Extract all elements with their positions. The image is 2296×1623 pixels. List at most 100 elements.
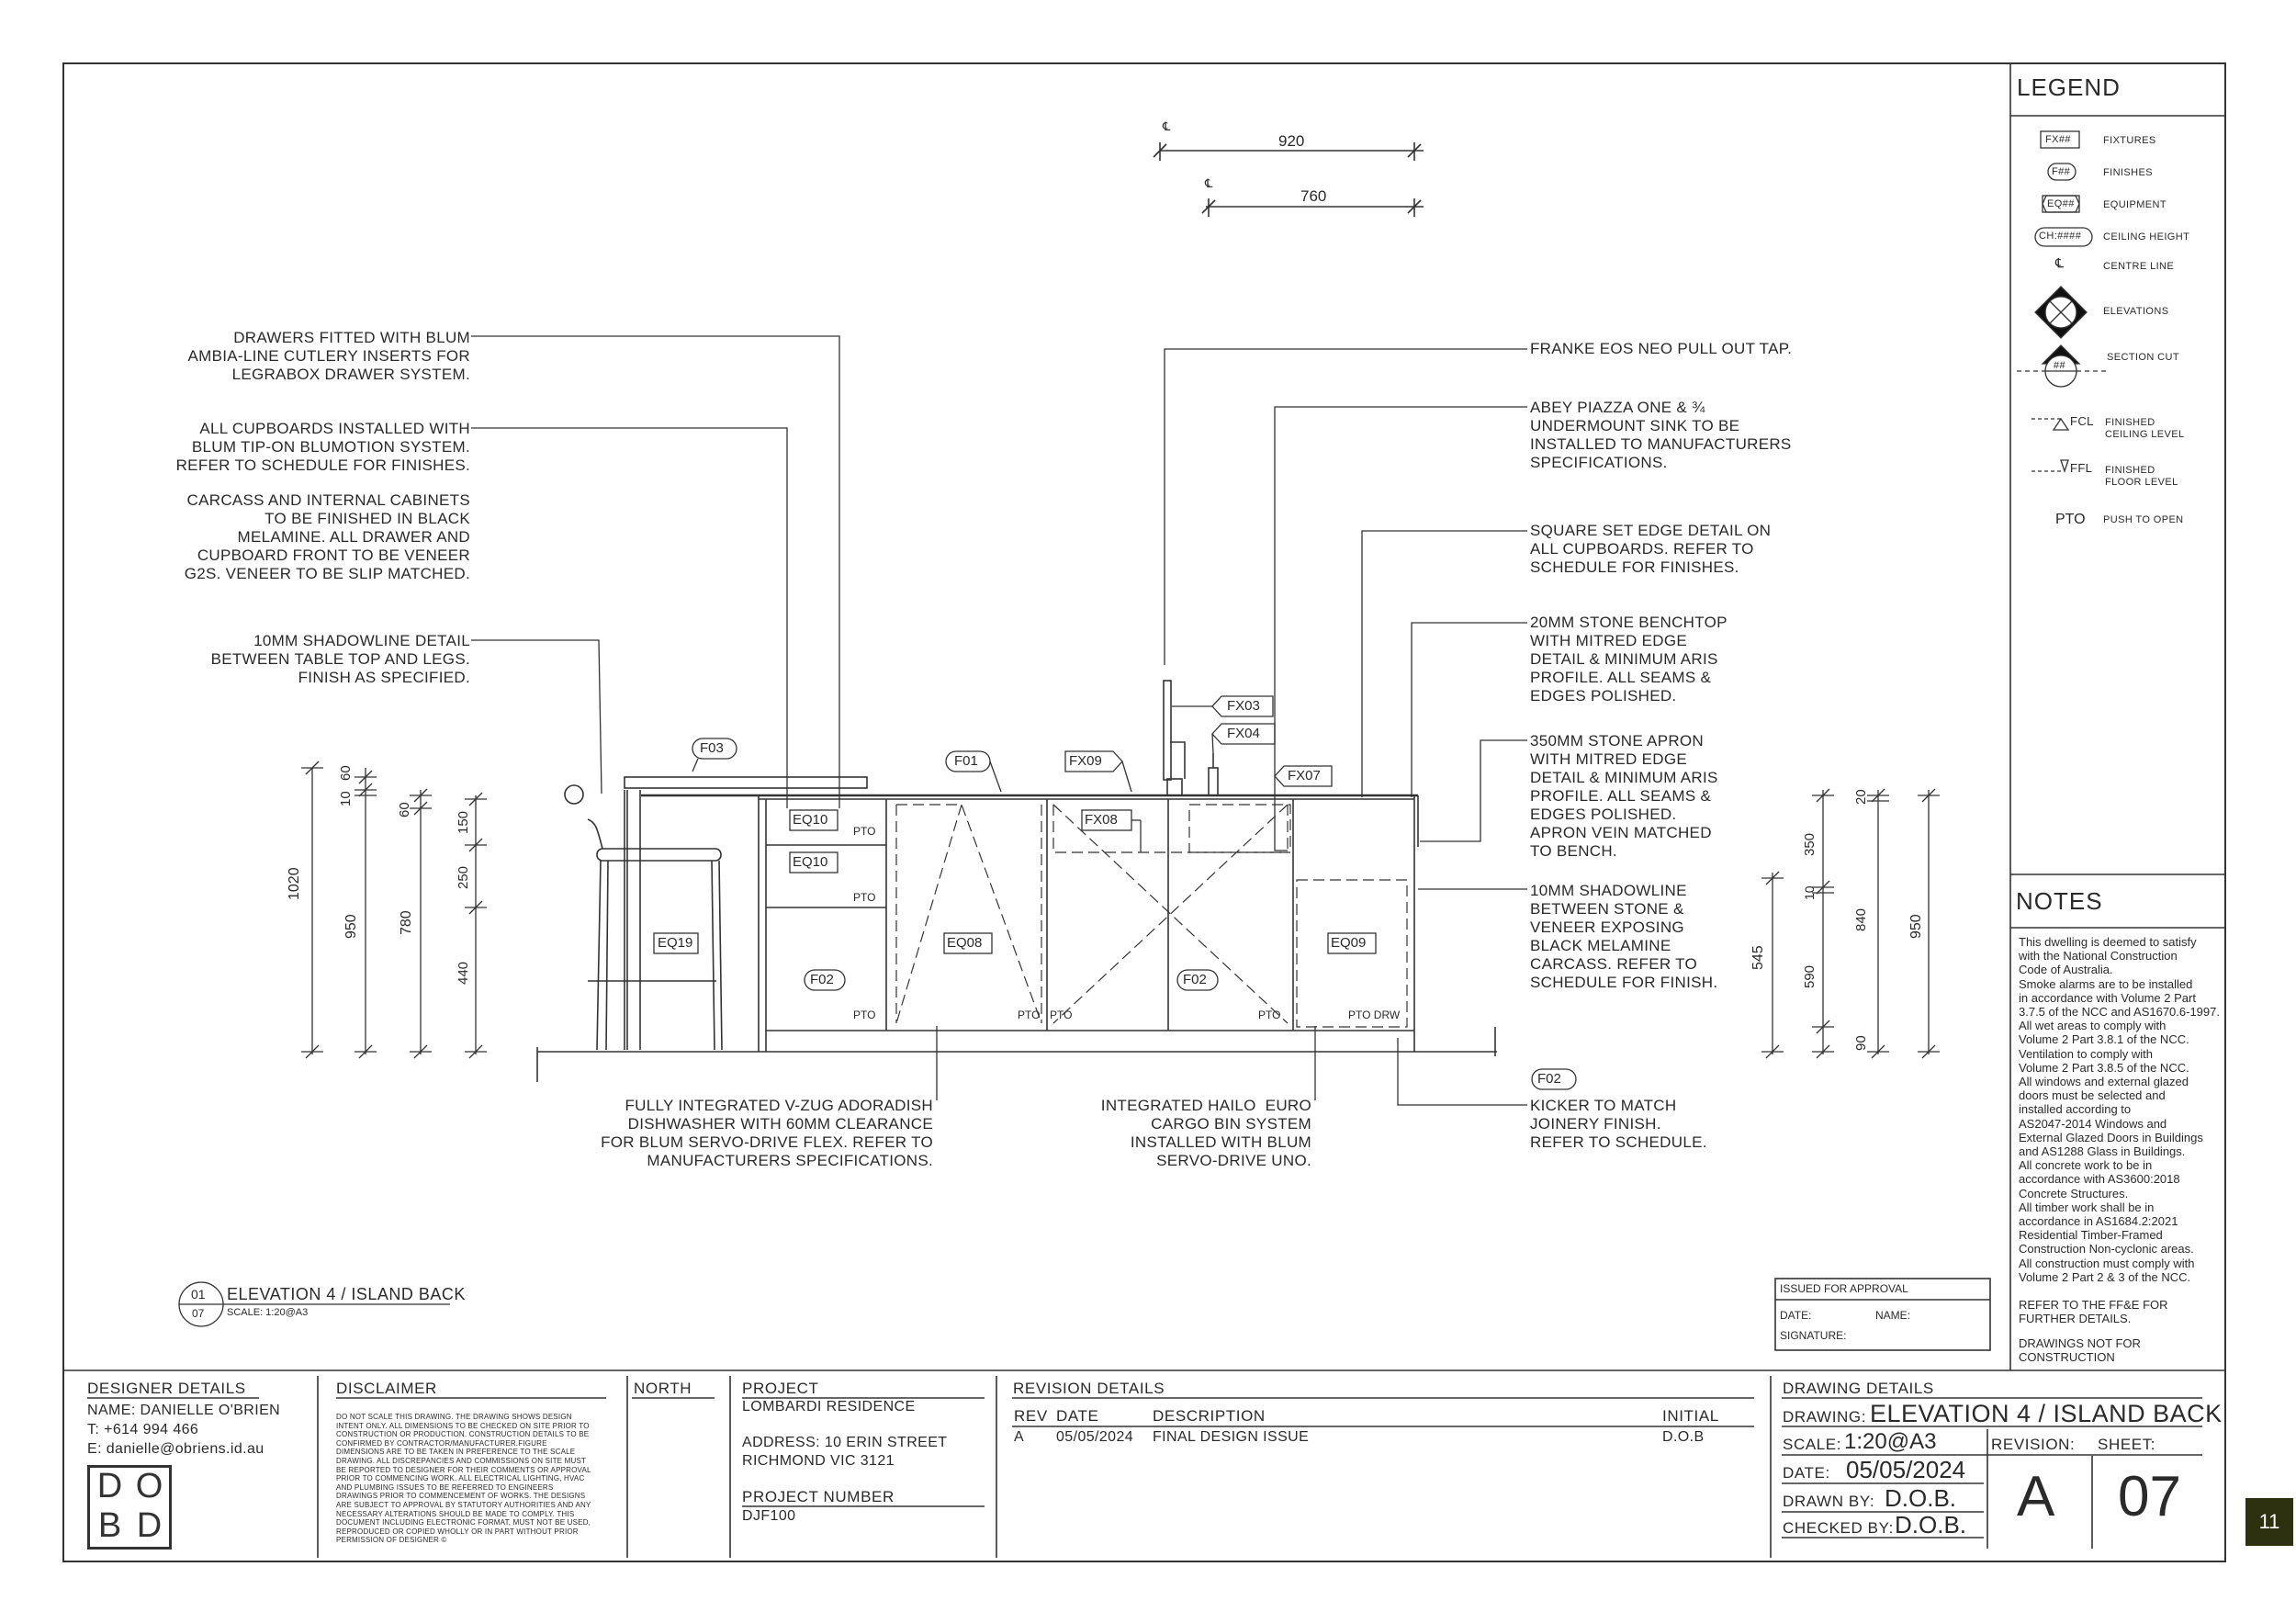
date-value: 05/05/2024: [1846, 1456, 1966, 1483]
dim-60: 60: [397, 802, 412, 817]
revision-value: A: [2017, 1465, 2055, 1528]
tag-f01: F01: [954, 753, 978, 769]
view-title: ELEVATION 4 / ISLAND BACK: [227, 1285, 466, 1303]
tag-eq19: EQ19: [658, 935, 693, 951]
view-sheet: 07: [192, 1307, 205, 1320]
legend-ch-symbol: CH:####: [2039, 231, 2082, 242]
legend-symbols: [2017, 130, 2107, 474]
note-tap: FRANKE EOS NEO PULL OUT TAP.: [1530, 340, 1793, 357]
logo-letter: B: [97, 1506, 122, 1545]
right-dimensions: [1761, 788, 1940, 1059]
legend-elevations-label: ELEVATIONS: [2103, 306, 2169, 317]
dim-440: 440: [456, 961, 471, 985]
dim-10-right: 10: [1802, 885, 1817, 900]
note-shadowline-table: 10MM SHADOWLINE DETAIL BETWEEN TABLE TOP…: [210, 632, 470, 686]
legend-ffl-label: FINISHED FLOOR LEVEL: [2105, 465, 2178, 488]
top-dimensions: [1153, 142, 1424, 217]
dim-840: 840: [1853, 907, 1869, 931]
note-benchtop: 20MM STONE BENCHTOP WITH MITRED EDGE DET…: [1530, 614, 1728, 704]
dim-60-left: 60: [338, 765, 354, 781]
dobd-logo: D O B D: [87, 1465, 172, 1550]
drawn-by-label: DRAWN BY:: [1783, 1493, 1875, 1510]
tag-fx04: FX04: [1227, 726, 1260, 741]
dim-920: 920: [1278, 132, 1305, 150]
left-dimensions: [301, 761, 487, 1059]
view-marker: [178, 1281, 450, 1327]
pto-label: PTO: [853, 1009, 876, 1021]
legend-fcl-symbol: FCL: [2070, 414, 2094, 428]
legend-ffl-symbol: FFL: [2070, 461, 2093, 475]
dim-90: 90: [1853, 1035, 1869, 1051]
pto-label: PTO: [1018, 1009, 1041, 1021]
legend-pto-symbol: PTO: [2055, 512, 2086, 527]
pto-label: PTO: [1258, 1009, 1281, 1021]
dining-table: [624, 776, 868, 1050]
dim-250: 250: [456, 865, 471, 889]
tag-eq10-upper: EQ10: [793, 812, 828, 828]
drawing-label: DRAWING:: [1783, 1408, 1867, 1426]
tag-f02-right: F02: [1183, 972, 1207, 987]
project-address: ADDRESS: 10 ERIN STREET RICHMOND VIC 312…: [742, 1435, 948, 1469]
rev-col-date: DATE: [1056, 1407, 1099, 1425]
tag-eq09: EQ09: [1331, 935, 1367, 951]
pto-label: PTO DRW: [1348, 1009, 1401, 1021]
legend-pto-label: PUSH TO OPEN: [2103, 514, 2184, 525]
dim-1020: 1020: [287, 867, 302, 900]
revision-heading: REVISION DETAILS: [1013, 1380, 1165, 1397]
disclaimer-heading: DISCLAIMER: [336, 1380, 437, 1397]
bar-stool: [564, 784, 723, 1051]
scale-value: 1:20@A3: [1844, 1429, 1937, 1454]
dim-545: 545: [1750, 945, 1766, 970]
checked-by-value: D.O.B.: [1895, 1511, 1967, 1538]
tag-fx07: FX07: [1288, 768, 1321, 783]
tag-fx03: FX03: [1227, 698, 1260, 714]
legend-section-cut-label: SECTION CUT: [2107, 352, 2179, 363]
checked-by-label: CHECKED BY:: [1783, 1519, 1894, 1537]
legend-section-symbol: ##: [2054, 360, 2066, 371]
note-cupboards: ALL CUPBOARDS INSTALLED WITH BLUM TIP-ON…: [175, 420, 470, 474]
rev-row-date: 05/05/2024: [1056, 1429, 1134, 1445]
date-label: DATE:: [1783, 1464, 1830, 1482]
note-apron: 350MM STONE APRON WITH MITRED EDGE DETAI…: [1530, 732, 1718, 860]
dim-760: 760: [1300, 187, 1327, 205]
scale-label: SCALE:: [1783, 1436, 1842, 1453]
drawing-details-heading: DRAWING DETAILS: [1783, 1380, 1934, 1397]
notes-ffe: REFER TO THE FF&E FOR FURTHER DETAILS.: [2019, 1298, 2168, 1326]
drawing-frame: [62, 62, 2226, 1562]
leader-lines: [471, 335, 1527, 1106]
drawn-by-value: D.O.B.: [1885, 1484, 1957, 1512]
pto-label: PTO: [853, 825, 876, 838]
tap-fixture: [1163, 680, 1219, 796]
note-square-set: SQUARE SET EDGE DETAIL ON ALL CUPBOARDS.…: [1530, 522, 1772, 576]
dim-590: 590: [1802, 964, 1818, 988]
note-kicker: KICKER TO MATCH JOINERY FINISH. REFER TO…: [1530, 1097, 1707, 1151]
legend-fcl-label: FINISHED CEILING LEVEL: [2105, 417, 2185, 440]
centreline-mark-760: ℄: [1205, 176, 1213, 190]
project-heading: PROJECT: [742, 1380, 819, 1397]
drawing-value: ELEVATION 4 / ISLAND BACK: [1870, 1400, 2223, 1427]
legend-ceiling-height-label: CEILING HEIGHT: [2103, 231, 2190, 242]
tag-fx08: FX08: [1085, 812, 1118, 828]
dim-10: 10: [338, 791, 354, 806]
pto-label: PTO: [853, 891, 876, 904]
logo-letter: D: [96, 1467, 123, 1505]
rev-col-description: DESCRIPTION: [1153, 1407, 1266, 1425]
dim-950-right: 950: [1908, 914, 1924, 939]
legend-finishes-label: FINISHES: [2103, 167, 2153, 178]
note-bin: INTEGRATED HAILO EURO CARGO BIN SYSTEM I…: [1100, 1097, 1311, 1169]
notes-title: NOTES: [2016, 887, 2103, 915]
tag-shapes: [653, 695, 1577, 1090]
approval-date: DATE:: [1780, 1309, 1812, 1322]
tag-eq08: EQ08: [947, 935, 983, 951]
legend-title: LEGEND: [2017, 73, 2121, 101]
notes-body: This dwelling is deemed to satisfy with …: [2019, 935, 2220, 1284]
rev-col-rev: REV: [1014, 1407, 1048, 1425]
sheet-dividers: [62, 62, 2226, 1558]
designer-phone: T: +614 994 466: [87, 1422, 199, 1437]
legend-centreline-label: CENTRE LINE: [2103, 261, 2175, 272]
tag-f02-kicker: F02: [1537, 1071, 1561, 1087]
designer-heading: DESIGNER DETAILS: [87, 1380, 246, 1397]
sheet-value: 07: [2118, 1465, 2181, 1528]
notes-not-for-construction: DRAWINGS NOT FOR CONSTRUCTION: [2019, 1336, 2141, 1365]
designer-email: E: danielle@obriens.id.au: [87, 1441, 264, 1457]
